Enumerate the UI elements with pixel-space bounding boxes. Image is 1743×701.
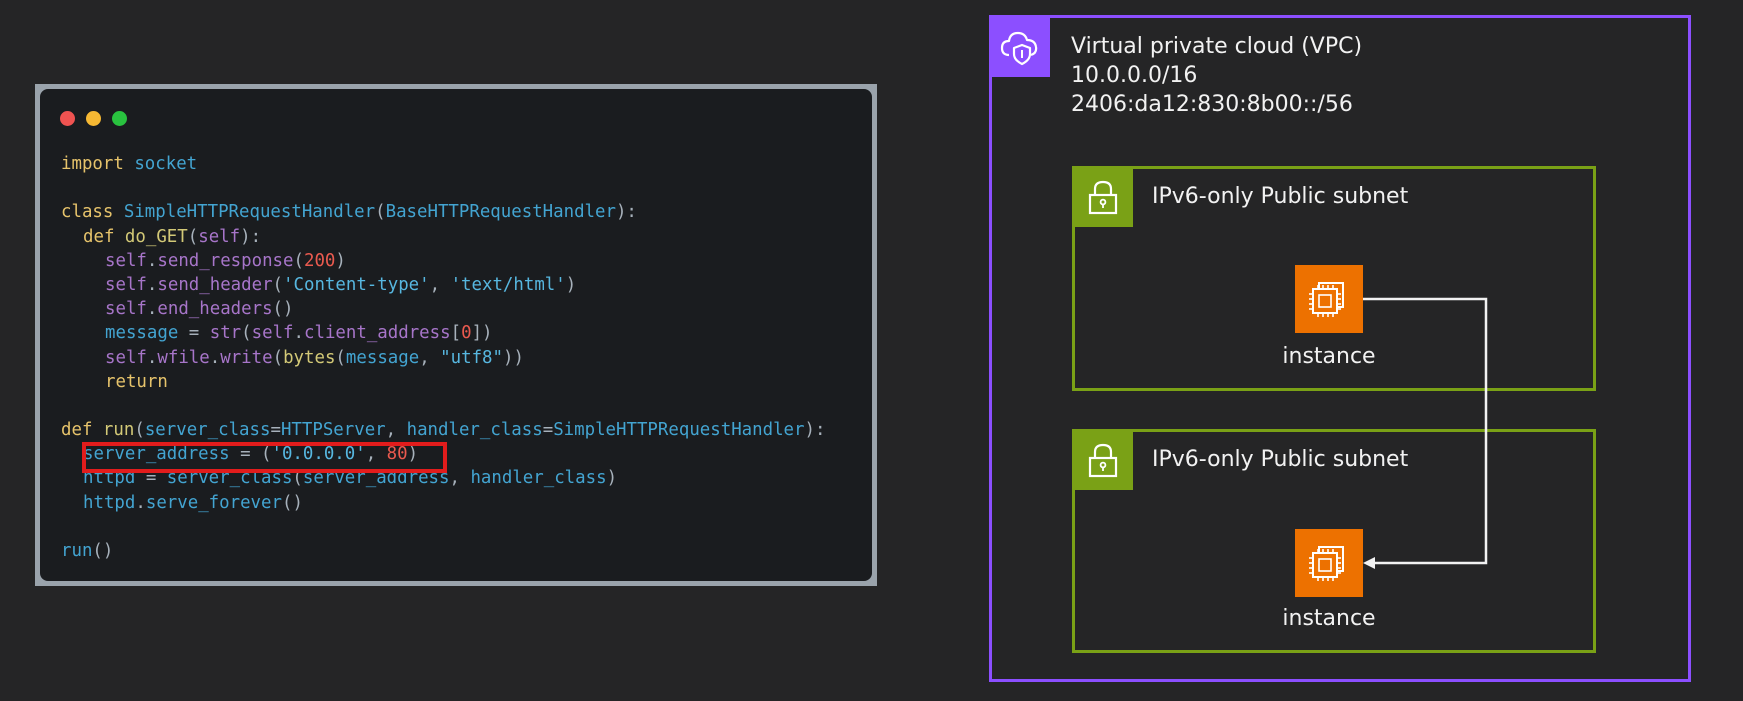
code-line: server_address = ('0.0.0.0', 80)	[83, 444, 419, 465]
code-line: self.send_header('Content-type', 'text/h…	[105, 274, 577, 295]
subnet-1-label: IPv6-only Public subnet	[1152, 184, 1409, 209]
vpc-ipv6-cidr: 2406:da12:830:8b00::/56	[1071, 92, 1353, 117]
code-line: import socket	[61, 154, 198, 174]
vpc-cloud-shield-icon	[989, 15, 1050, 77]
code-line	[61, 394, 825, 418]
instance-2-label: instance	[1282, 606, 1376, 631]
code-line: run()	[61, 541, 114, 561]
code-window-frame: import socket class SimpleHTTPRequestHan…	[35, 84, 877, 586]
vpc-ipv4-cidr: 10.0.0.0/16	[1071, 63, 1198, 88]
code-line: message = str(self.client_address[0])	[105, 323, 493, 344]
subnet-2-label: IPv6-only Public subnet	[1152, 447, 1409, 472]
lock-icon	[1072, 166, 1133, 227]
code-line: httpd = server_class(server_address, han…	[83, 468, 618, 489]
close-dot-icon	[60, 111, 75, 126]
code-line	[61, 515, 825, 539]
code-window: import socket class SimpleHTTPRequestHan…	[40, 89, 872, 581]
maximize-dot-icon	[112, 111, 127, 126]
code-line: httpd.serve_forever()	[83, 492, 303, 513]
code-line: self.end_headers()	[105, 299, 294, 320]
code-line: self.send_response(200)	[105, 250, 346, 271]
code-line: self.wfile.write(bytes(message, "utf8"))	[105, 347, 524, 368]
lock-icon	[1072, 429, 1133, 490]
code-block: import socket class SimpleHTTPRequestHan…	[61, 152, 825, 563]
minimize-dot-icon	[86, 111, 101, 126]
code-line: class SimpleHTTPRequestHandler(BaseHTTPR…	[61, 202, 637, 223]
code-line: return	[105, 371, 168, 392]
server-address-highlight	[82, 442, 447, 473]
vpc-container: Virtual private cloud (VPC) 10.0.0.0/16 …	[989, 15, 1691, 682]
ec2-chip-icon	[1295, 529, 1363, 597]
instance-1-label: instance	[1282, 344, 1376, 369]
code-line	[61, 176, 825, 200]
vpc-label: Virtual private cloud (VPC) 10.0.0.0/16 …	[1071, 32, 1362, 119]
vpc-title: Virtual private cloud (VPC)	[1071, 34, 1363, 59]
subnet-1: IPv6-only Public subnet	[1072, 166, 1596, 391]
code-line: def do_GET(self):	[83, 226, 262, 247]
ec2-chip-icon	[1295, 265, 1363, 333]
code-line: def run(server_class=HTTPServer, handler…	[61, 420, 826, 441]
